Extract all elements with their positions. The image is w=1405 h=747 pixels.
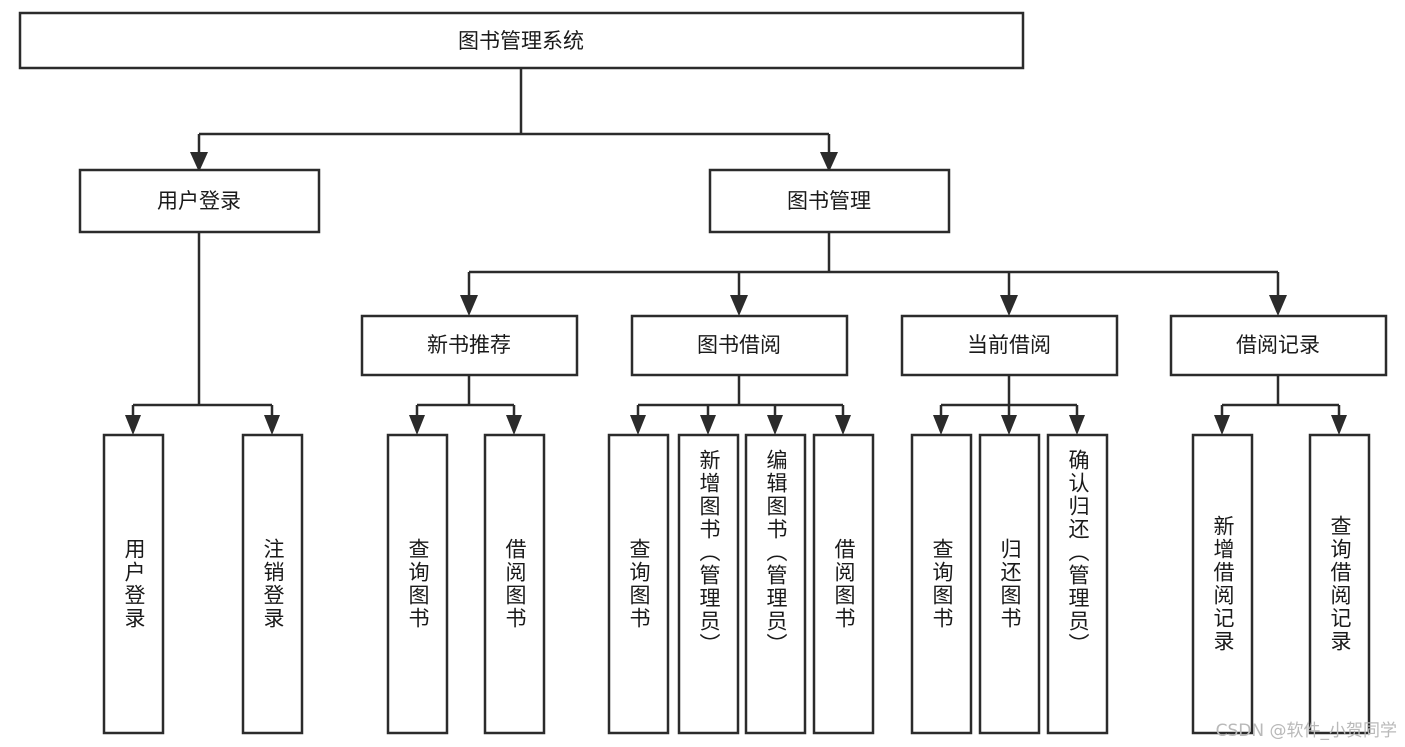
node-leaf-add-book[interactable] [677,433,740,735]
node-new-book-recommend-label: 新书推荐 [427,333,511,357]
node-current-borrow[interactable] [900,314,1119,377]
node-leaf-user-login[interactable] [102,433,165,735]
node-leaf-confirm-return[interactable] [1046,433,1109,735]
node-book-borrow-label: 图书借阅 [697,333,781,357]
arrow-head-leaf-borrow-book-1 [506,415,522,435]
node-user-login[interactable] [78,168,321,234]
node-leaf-query-book-3[interactable] [910,433,973,735]
node-leaf-query-book-2[interactable] [607,433,670,735]
arrow-head-leaf-logout [264,415,280,435]
arrow-head-leaf-add-record [1214,415,1230,435]
arrow-head-leaf-query-record [1331,415,1347,435]
node-book-management-label: 图书管理 [787,189,871,213]
node-leaf-query-book-1[interactable] [386,433,449,735]
node-layer: 图书管理系统 用户登录 图书管理 新书推荐 图书借阅 当前借阅 借阅记录 [18,11,1388,735]
arrow-head-current-borrow [1000,295,1018,316]
node-user-login-label: 用户登录 [157,189,241,213]
node-leaf-return-book[interactable] [978,433,1041,735]
arrow-head-leaf-query-book-2 [630,415,646,435]
node-leaf-edit-book[interactable] [744,433,807,735]
arrow-head-leaf-confirm-return [1069,415,1085,435]
arrow-head-user-login [190,152,208,172]
arrow-head-borrow-record [1269,295,1287,316]
node-leaf-query-record[interactable] [1308,433,1371,735]
node-borrow-record[interactable] [1169,314,1388,377]
node-root[interactable] [18,11,1025,70]
arrow-head-leaf-return-book [1001,415,1017,435]
node-leaf-logout[interactable] [241,433,304,735]
watermark-text: CSDN @软件_小贺同学 [1215,721,1397,741]
node-leaf-add-record[interactable] [1191,433,1254,735]
arrow-head-leaf-query-book-3 [933,415,949,435]
arrow-head-book-management [820,152,838,172]
node-leaf-borrow-book-2[interactable] [812,433,875,735]
arrow-head-new-book-recommend [460,295,478,316]
arrow-head-leaf-add-book [700,415,716,435]
connector-layer [125,68,1347,435]
node-leaf-borrow-book-1[interactable] [483,433,546,735]
arrow-head-leaf-borrow-book-2 [835,415,851,435]
node-current-borrow-label: 当前借阅 [967,333,1051,357]
node-root-label: 图书管理系统 [458,29,584,53]
arrow-head-leaf-edit-book [767,415,783,435]
node-borrow-record-label: 借阅记录 [1236,333,1320,357]
node-book-borrow[interactable] [630,314,849,377]
node-new-book-recommend[interactable] [360,314,579,377]
arrow-head-leaf-user-login [125,415,141,435]
node-book-management[interactable] [708,168,951,234]
arrow-head-leaf-query-book-1 [409,415,425,435]
arrow-head-book-borrow [730,295,748,316]
